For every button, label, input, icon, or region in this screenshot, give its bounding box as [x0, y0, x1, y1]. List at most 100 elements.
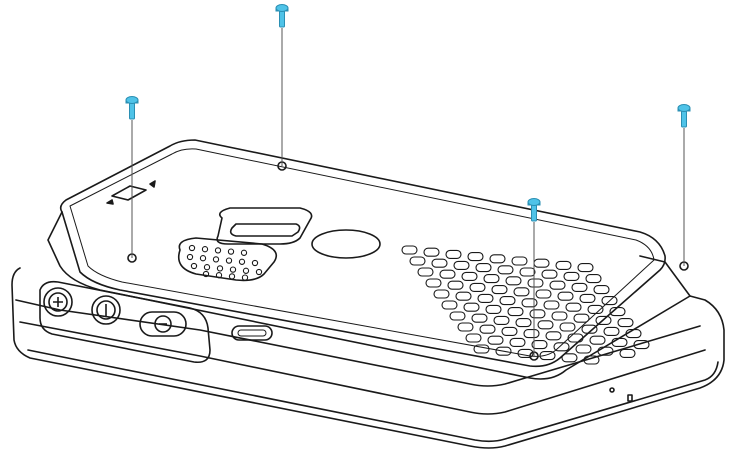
screw-mid-right: [527, 198, 541, 222]
grid-hole: [455, 291, 472, 301]
grid-hole: [557, 291, 574, 301]
speaker-hole: [199, 255, 207, 262]
grid-hole: [581, 324, 598, 334]
grid-hole: [551, 311, 568, 321]
back-cover-grid: [401, 245, 650, 365]
latch-arrow-left: [106, 199, 114, 205]
grid-hole: [577, 263, 594, 273]
back-cover-rim: [47, 211, 691, 380]
speaker-hole: [216, 265, 224, 272]
speaker-hole: [241, 274, 249, 281]
grid-hole: [595, 315, 612, 325]
grid-hole: [517, 348, 534, 358]
grid-hole: [475, 263, 492, 273]
grid-hole: [545, 331, 562, 341]
speaker-hole: [228, 273, 236, 280]
grid-hole: [423, 247, 440, 257]
grid-hole: [467, 252, 484, 262]
grid-hole: [441, 300, 458, 310]
volume-up-button: [43, 287, 73, 317]
back-cover-plate: [59, 139, 666, 368]
grid-hole: [563, 271, 580, 281]
grid-hole: [553, 342, 570, 352]
grid-hole: [495, 346, 512, 356]
grid-hole: [493, 315, 510, 325]
grid-hole: [499, 296, 516, 306]
grid-hole: [571, 282, 588, 292]
grid-hole: [575, 344, 592, 354]
grid-hole: [477, 293, 494, 303]
grid-hole: [513, 287, 530, 297]
camera-lens: [229, 223, 301, 237]
grid-hole: [487, 335, 504, 345]
grid-hole: [473, 344, 490, 354]
volume-down-button: [139, 311, 187, 337]
screw-far-right: [677, 104, 691, 128]
grid-hole: [447, 280, 464, 290]
button-housing: [39, 280, 211, 364]
grid-hole: [535, 289, 552, 299]
grid-hole: [501, 326, 518, 336]
latch-arrow-right: [149, 180, 156, 188]
speaker-hole: [255, 268, 263, 276]
screws: [125, 4, 691, 222]
screw-left: [125, 96, 139, 120]
nfc-logo: [311, 229, 381, 259]
grid-hole: [465, 333, 482, 343]
grid-hole: [559, 322, 576, 332]
speaker-hole: [202, 270, 210, 278]
speaker-hole: [240, 249, 248, 256]
grid-hole: [587, 304, 604, 314]
speaker-hole: [201, 246, 209, 253]
grid-hole: [507, 307, 524, 317]
grid-hole: [583, 355, 600, 365]
grid-hole: [425, 278, 442, 288]
speaker-hole: [227, 248, 235, 255]
grid-hole: [527, 278, 544, 288]
grid-hole: [433, 289, 450, 299]
device-side-band-lower: [19, 321, 706, 415]
grid-hole: [601, 296, 618, 306]
grid-hole: [585, 274, 602, 284]
grid-hole: [611, 337, 628, 347]
grid-hole: [539, 351, 556, 361]
grid-hole: [593, 285, 610, 295]
grid-hole: [555, 260, 572, 270]
back-cover-inner-rim: [69, 148, 655, 357]
device-side-band: [15, 299, 701, 387]
grid-hole: [573, 313, 590, 323]
grid-hole: [619, 348, 636, 358]
grid-hole: [567, 333, 584, 343]
device-bottom-edge: [27, 349, 719, 443]
grid-hole: [453, 260, 470, 270]
grid-hole: [603, 326, 620, 336]
grid-hole: [445, 249, 462, 259]
speaker-grille: [186, 244, 263, 281]
device-outer-shell: [11, 255, 725, 449]
grid-hole: [449, 311, 466, 321]
grid-hole: [531, 340, 548, 350]
latch-tab: [111, 185, 147, 201]
grid-hole: [461, 271, 478, 281]
camera-window: [216, 207, 313, 245]
grid-hole: [609, 307, 626, 317]
plus-icon: [53, 297, 63, 307]
grid-hole: [519, 267, 536, 277]
grid-hole: [597, 346, 614, 356]
grid-hole: [469, 282, 486, 292]
grid-hole: [511, 256, 528, 266]
grid-hole: [409, 256, 426, 266]
grid-hole: [565, 302, 582, 312]
grid-hole: [505, 276, 522, 286]
speaker-hole: [186, 253, 194, 261]
grid-hole: [497, 265, 514, 275]
grid-hole: [529, 309, 546, 319]
speaker-hole: [188, 244, 196, 252]
grid-hole: [561, 353, 578, 363]
grid-hole: [633, 340, 650, 350]
grid-hole: [479, 324, 496, 334]
grid-hole: [401, 245, 418, 255]
speaker-hole: [190, 262, 198, 270]
grid-hole: [485, 304, 502, 314]
